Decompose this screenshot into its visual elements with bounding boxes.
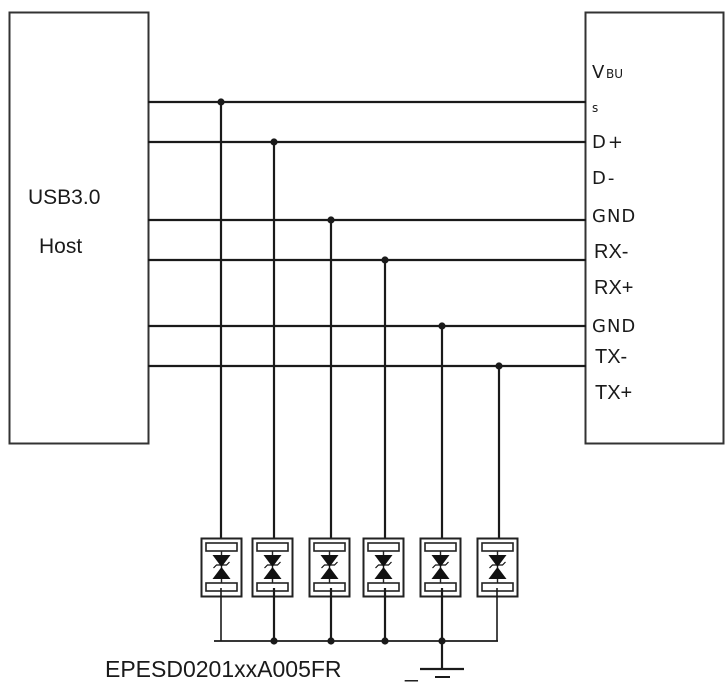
part-number-suffix: _ xyxy=(404,656,419,682)
junction-dot xyxy=(217,98,225,106)
junction-dot xyxy=(327,216,335,224)
tvs-diode-5 xyxy=(419,537,462,598)
host-label-line2: Host xyxy=(39,235,82,258)
tvs-diode-1 xyxy=(200,537,243,598)
tvs-diode-4 xyxy=(362,537,405,598)
pin-label-rxplus: RX+ xyxy=(594,277,633,299)
tvs-diode-upper-icon xyxy=(263,555,282,567)
ground-bus xyxy=(214,588,498,645)
junction-dot xyxy=(495,362,503,370)
pin-label-gnd-1: GND xyxy=(592,206,636,227)
tvs-diode-2 xyxy=(251,537,294,598)
usb-connector-block: V BU s D+ D- GND RX- RX+ GND TX- TX+ xyxy=(584,11,725,445)
tvs-top-pad xyxy=(481,542,514,552)
junction-dot xyxy=(270,138,278,146)
tvs-top-pad xyxy=(367,542,400,552)
tvs-bottom-pad xyxy=(256,582,289,592)
tvs-top-pad xyxy=(313,542,346,552)
pin-label-rxminus: RX- xyxy=(594,241,628,263)
host-box xyxy=(8,11,150,445)
tvs-diode-upper-icon xyxy=(488,555,507,567)
tvs-bottom-pad xyxy=(367,582,400,592)
tvs-diode-3 xyxy=(308,537,351,598)
signal-wires xyxy=(148,98,586,538)
tvs-diode-lower-icon xyxy=(263,567,282,579)
tvs-bottom-pad xyxy=(313,582,346,592)
tvs-zener-bar-icon xyxy=(213,561,230,569)
part-number-label: EPESD0201xxA005FR xyxy=(105,656,342,682)
junction-dot xyxy=(438,322,446,330)
tvs-diode-upper-icon xyxy=(374,555,393,567)
tvs-diode-upper-icon xyxy=(431,555,450,567)
pin-label-vbus: V BU xyxy=(592,62,623,83)
tvs-top-pad xyxy=(424,542,457,552)
tvs-zener-bar-icon xyxy=(375,561,392,569)
usb-host-block: USB3.0 Host xyxy=(8,11,150,445)
tvs-diode-lower-icon xyxy=(212,567,231,579)
pin-label-dplus: D+ xyxy=(592,132,625,153)
pin-label-vbus-s: s xyxy=(592,101,598,115)
tvs-diode-array xyxy=(200,537,519,598)
tvs-diode-lower-icon xyxy=(431,567,450,579)
tvs-zener-bar-icon xyxy=(432,561,449,569)
tvs-zener-bar-icon xyxy=(264,561,281,569)
pin-label-gnd-2: GND xyxy=(592,316,636,337)
tvs-top-pad xyxy=(256,542,289,552)
svg-text:BU: BU xyxy=(606,67,623,81)
tvs-zener-bar-icon xyxy=(489,561,506,569)
pin-label-dminus: D- xyxy=(592,168,616,189)
ground-symbol xyxy=(420,643,464,678)
tvs-diode-lower-icon xyxy=(488,567,507,579)
tvs-zener-bar-icon xyxy=(321,561,338,569)
svg-text:V: V xyxy=(592,62,605,83)
pin-label-txplus: TX+ xyxy=(595,382,632,404)
tvs-diode-lower-icon xyxy=(320,567,339,579)
pin-label-txminus: TX- xyxy=(595,346,627,368)
tvs-diode-upper-icon xyxy=(212,555,231,567)
tvs-diode-upper-icon xyxy=(320,555,339,567)
junction-dot xyxy=(381,256,389,264)
tvs-top-pad xyxy=(205,542,238,552)
tvs-diode-lower-icon xyxy=(374,567,393,579)
tvs-diode-6 xyxy=(476,537,519,598)
tvs-bottom-pad xyxy=(424,582,457,592)
connector-box xyxy=(584,11,725,445)
host-label-line1: USB3.0 xyxy=(28,186,100,209)
